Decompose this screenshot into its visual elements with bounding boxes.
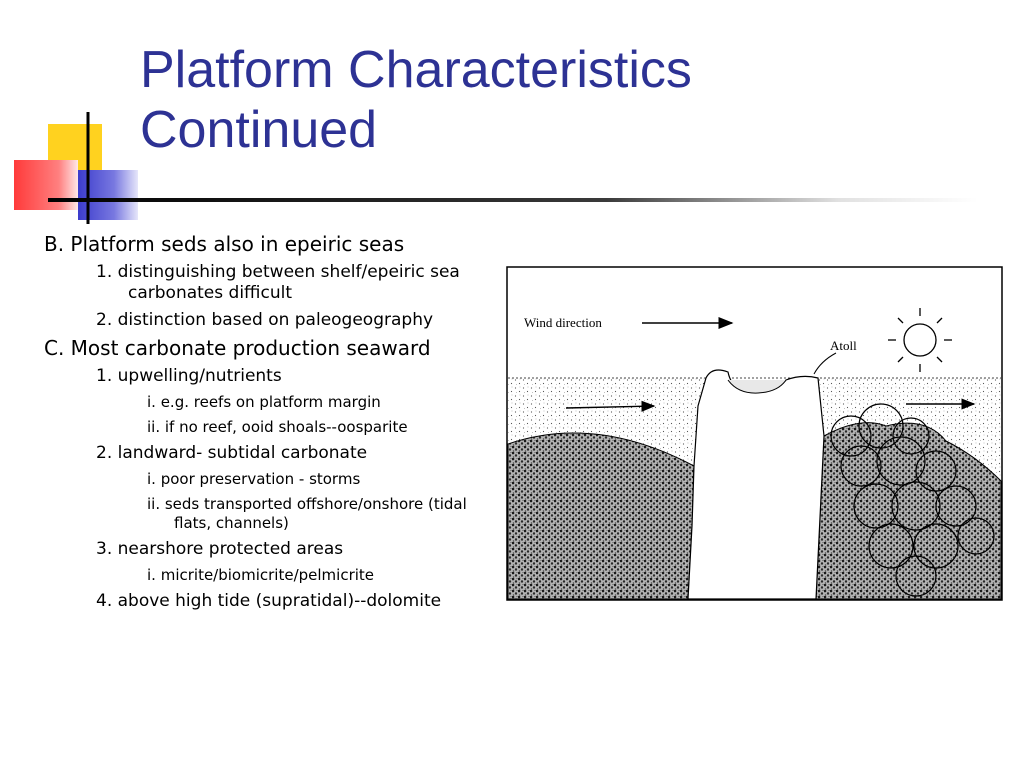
bullet-item: 2. distinction based on paleogeography [96,310,434,330]
right-reef-slope [815,422,1002,600]
bullet-item: C. Most carbonate production seaward [44,336,431,360]
title-line-2: Continued [140,101,378,159]
bullet-item: i. poor preservation - storms [147,470,361,488]
sun-icon [888,308,952,372]
decorative-squares [14,112,138,224]
left-platform-mound [507,432,695,600]
bullet-item: 1. upwelling/nutrients [96,366,282,386]
bullet-item: ii. if no reef, ooid shoals--oosparite [147,418,408,436]
slide-title: Platform Characteristics Continued [140,40,692,160]
bullet-item: 1. distinguishing between shelf/epeiric … [96,262,460,303]
bullet-item: i. e.g. reefs on platform margin [147,393,381,411]
bullet-list: B. Platform seds also in epeiric seas 1.… [44,232,484,612]
bullet-item: ii. seds transported offshore/onshore (t… [147,495,467,532]
bullet-item: B. Platform seds also in epeiric seas [44,232,405,256]
title-rule [48,198,978,202]
reef-bulbs [830,403,995,597]
bullet-item: 2. landward- subtidal carbonate [96,443,368,463]
atoll-lagoon [727,379,787,394]
deco-red-square [14,160,78,210]
bullet-item: i. micrite/biomicrite/pelmicrite [147,566,375,584]
atoll-label: Atoll [830,338,857,353]
current-arrow-left [565,400,656,412]
wind-direction-label: Wind direction [524,315,602,330]
bullet-item: 3. nearshore protected areas [96,539,344,559]
title-line-1: Platform Characteristics [140,41,692,99]
bullet-item: 4. above high tide (supratidal)--dolomit… [96,591,442,611]
atoll-pointer [813,352,837,375]
atoll-diagram: Wind direction Atoll [506,266,1003,601]
atoll-island [687,369,825,600]
